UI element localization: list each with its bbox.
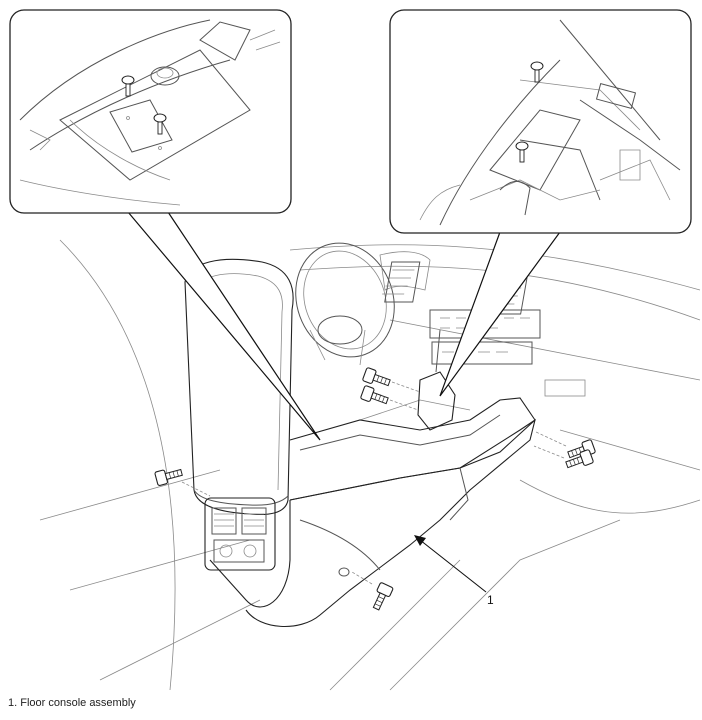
legend-item-floor-console-assembly: 1. Floor console assembly bbox=[8, 697, 136, 709]
hvac-panel bbox=[431, 341, 533, 365]
vehicle-interior-background bbox=[39, 239, 701, 691]
callout-1: 1 bbox=[414, 535, 494, 607]
screw-bolt-icon bbox=[153, 113, 167, 135]
screw-bolt-icon bbox=[154, 468, 183, 486]
screw-bolt-icon bbox=[372, 582, 394, 611]
screw-bolt-icon bbox=[362, 367, 391, 387]
steering-wheel bbox=[295, 242, 395, 358]
console-mounting-bolts bbox=[154, 367, 596, 611]
callout-arrow-icon bbox=[419, 539, 487, 593]
inset-leaders bbox=[127, 211, 561, 441]
callout-number: 1 bbox=[487, 593, 494, 607]
screw-bolt-icon bbox=[515, 141, 529, 163]
center-vent-left bbox=[384, 261, 421, 303]
floor-console-body bbox=[204, 329, 536, 627]
screw-bolt-icon bbox=[565, 449, 594, 469]
screw-bolt-icon bbox=[121, 75, 135, 97]
screw-bolt-icon bbox=[360, 385, 389, 405]
rear-vent-panel bbox=[204, 497, 276, 571]
inset-left-armrest-detail bbox=[9, 9, 292, 214]
inset-right-shifter-detail bbox=[389, 9, 692, 234]
screw-bolt-icon bbox=[530, 61, 544, 83]
